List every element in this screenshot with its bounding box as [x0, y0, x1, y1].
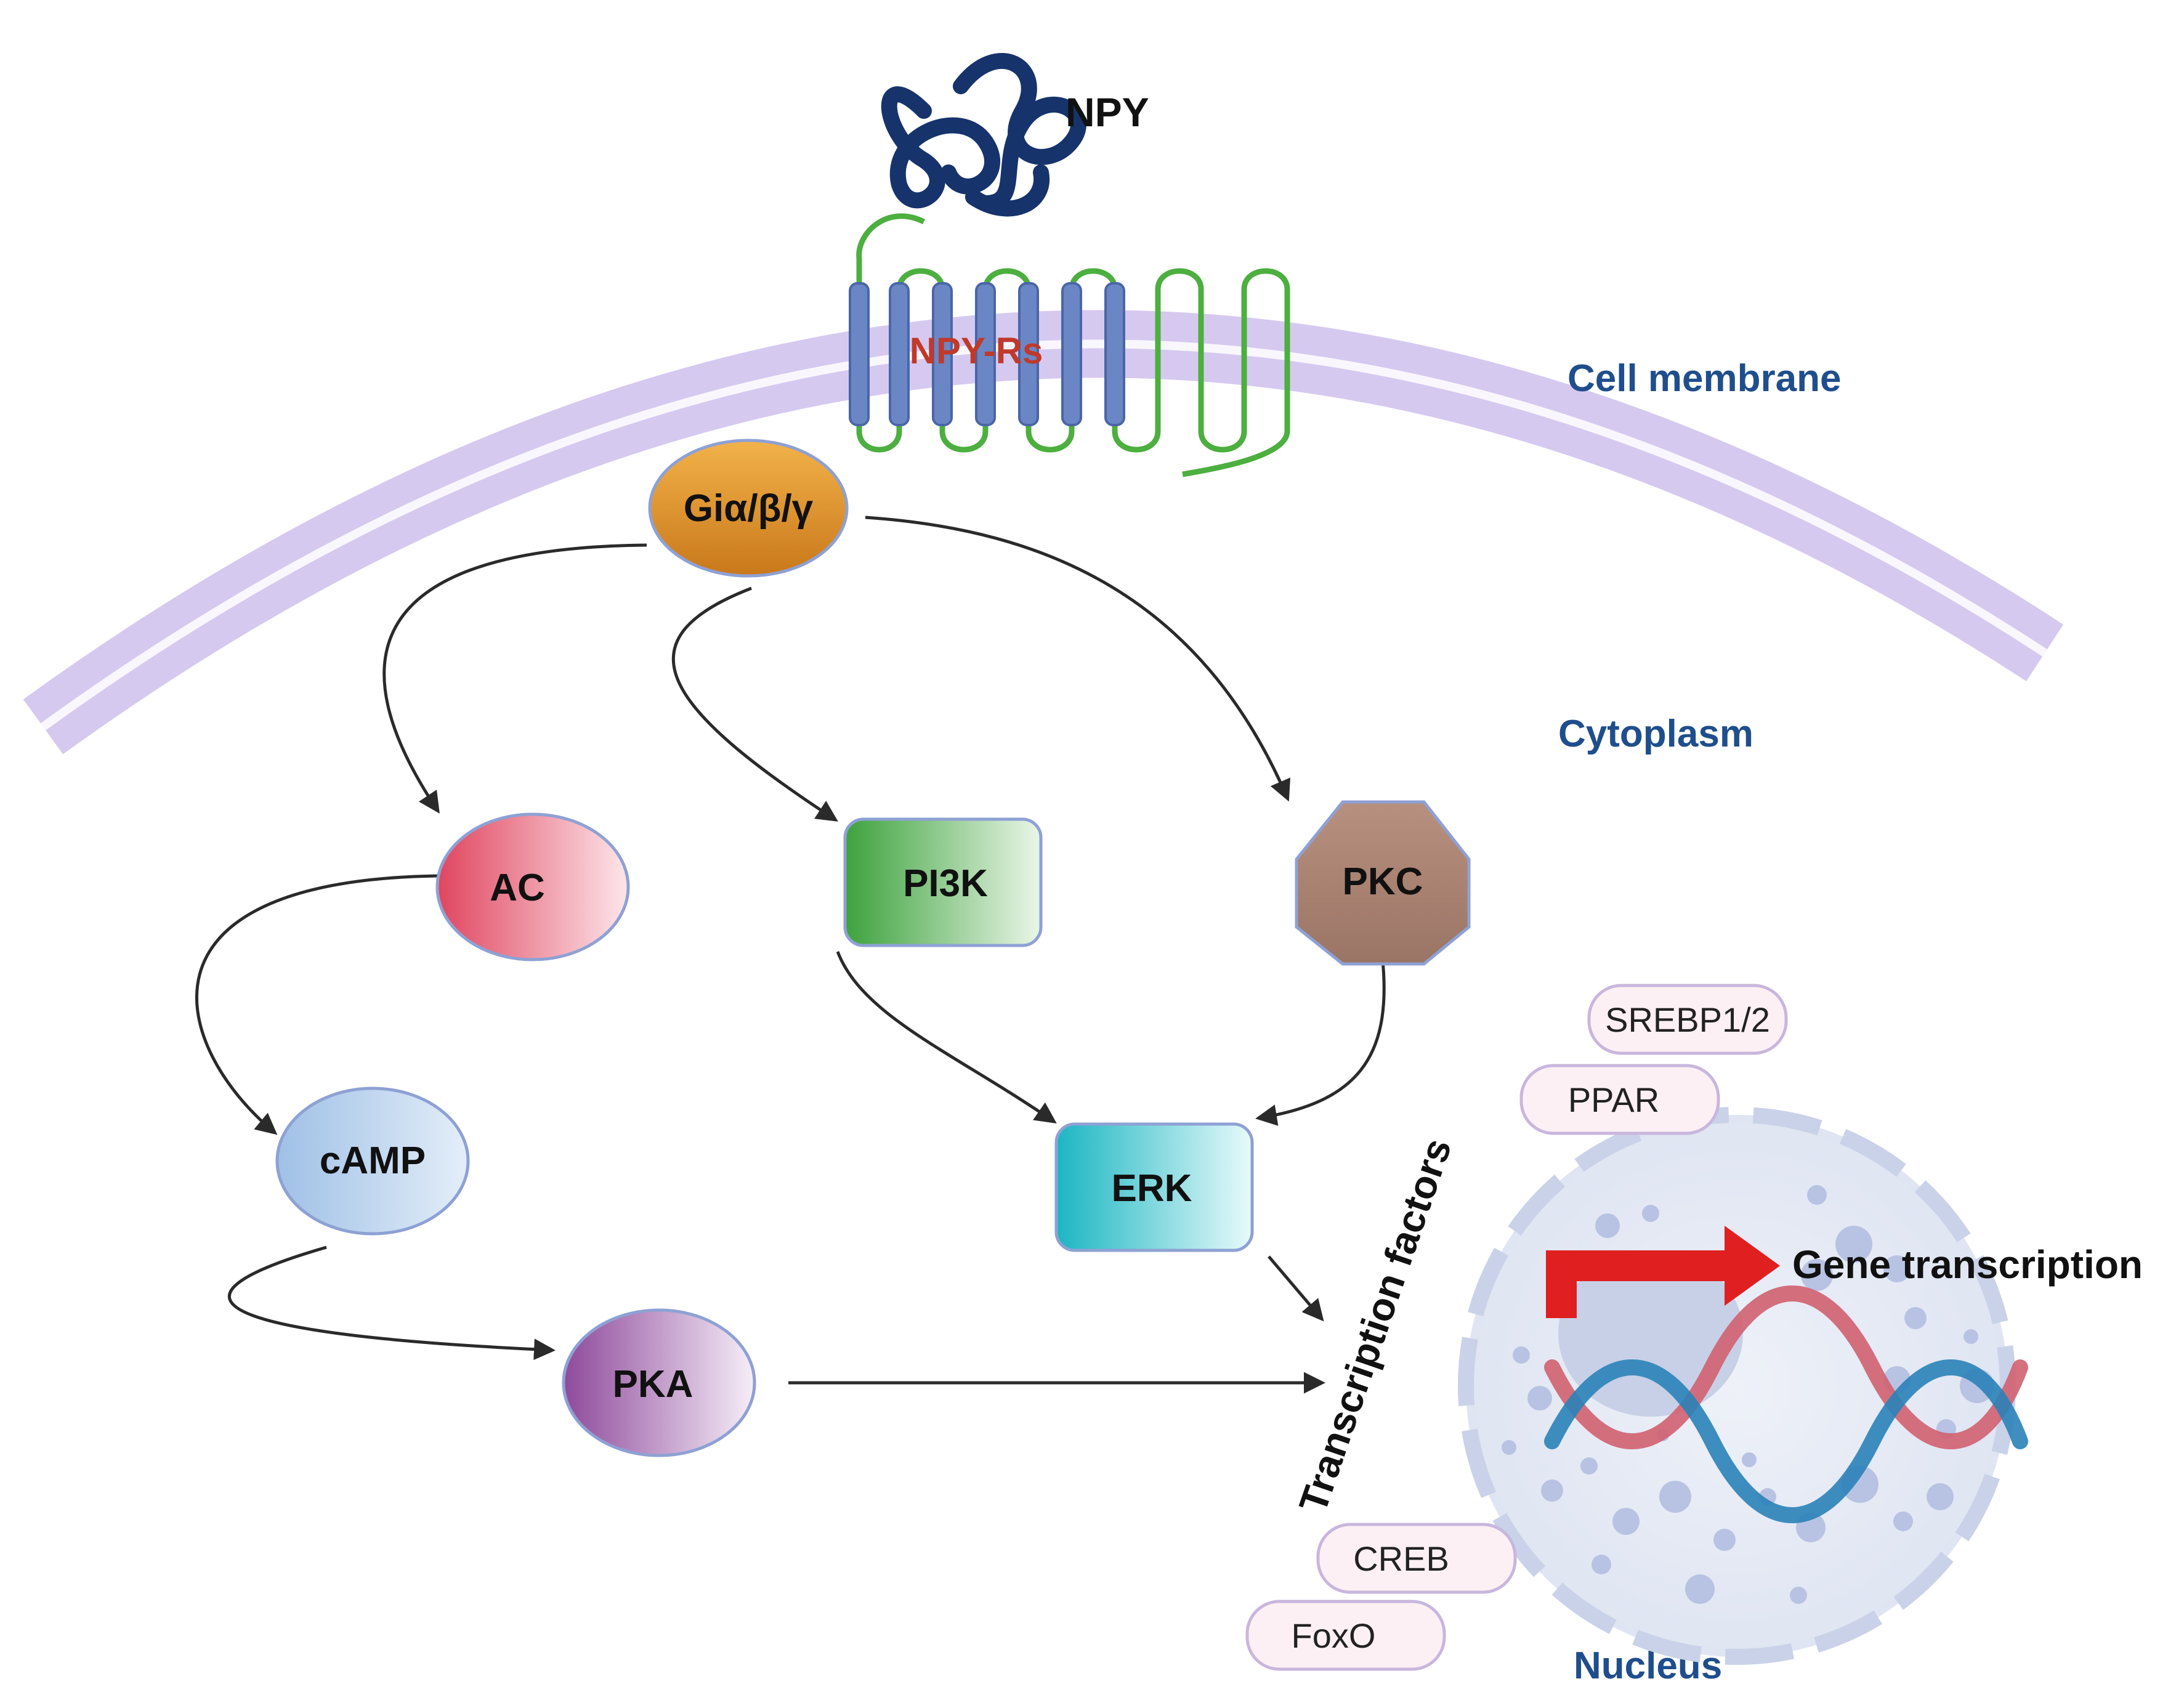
pi3k-label: PI3K [903, 862, 988, 905]
tf-foxo: FoxO [1245, 1600, 1446, 1671]
node-pkc: PKC [1295, 800, 1471, 966]
cytoplasm-label: Cytoplasm [1558, 713, 1753, 755]
arrow-gprot-to-pkc [865, 516, 1290, 802]
gene-transcription-label: Gene transcription [1792, 1242, 2143, 1287]
cell-membrane-label: Cell membrane [1567, 357, 1842, 400]
arrow-camp-to-pka [227, 1245, 556, 1361]
tf-foxo-label: FoxO [1292, 1616, 1376, 1655]
gene-transcription-arrow-icon [1546, 1226, 1780, 1318]
camp-label: cAMP [320, 1139, 426, 1182]
arrow-gprot-to-pi3k [671, 586, 838, 822]
erk-label: ERK [1112, 1167, 1192, 1210]
transcription-factors-heading: Transcription factors [1290, 1133, 1460, 1518]
npy-label: NPY [1066, 89, 1149, 135]
npy-receptor: NPY-Rs [849, 213, 1290, 477]
arrow-ac-to-camp [195, 874, 438, 1135]
node-ac: AC [435, 812, 630, 961]
node-camp: cAMP [275, 1087, 470, 1236]
tf-ppar-label: PPAR [1568, 1080, 1659, 1119]
node-pi3k: PI3K [843, 817, 1043, 947]
npy-ligand-icon [881, 53, 1086, 217]
node-g-protein: Giα/β/γ [648, 439, 849, 578]
pkc-label: PKC [1343, 860, 1423, 903]
arrow-pi3k-to-erk [836, 951, 1057, 1123]
tf-ppar: PPAR [1519, 1064, 1720, 1135]
arrow-gprot-to-ac [382, 543, 647, 814]
node-erk: ERK [1054, 1122, 1254, 1252]
ac-label: AC [490, 867, 545, 909]
tf-creb: CREB [1316, 1523, 1517, 1594]
arrow-pkc-to-erk [1255, 960, 1386, 1126]
tf-srebp-label: SREBP1/2 [1605, 1000, 1770, 1039]
g-protein-label: Giα/β/γ [684, 487, 814, 530]
tf-creb-label: CREB [1353, 1539, 1449, 1578]
node-pka: PKA [562, 1308, 756, 1457]
cell-membrane [23, 310, 2064, 755]
pathway-arrows [195, 516, 1386, 1394]
arrow-erk-to-tf [1268, 1255, 1324, 1322]
nucleus [1458, 1107, 2028, 1665]
receptor-label: NPY-Rs [910, 330, 1043, 371]
dna-helix-icon [1544, 1285, 2028, 1523]
tf-srebp: SREBP1/2 [1587, 984, 1788, 1055]
pka-label: PKA [613, 1363, 694, 1406]
